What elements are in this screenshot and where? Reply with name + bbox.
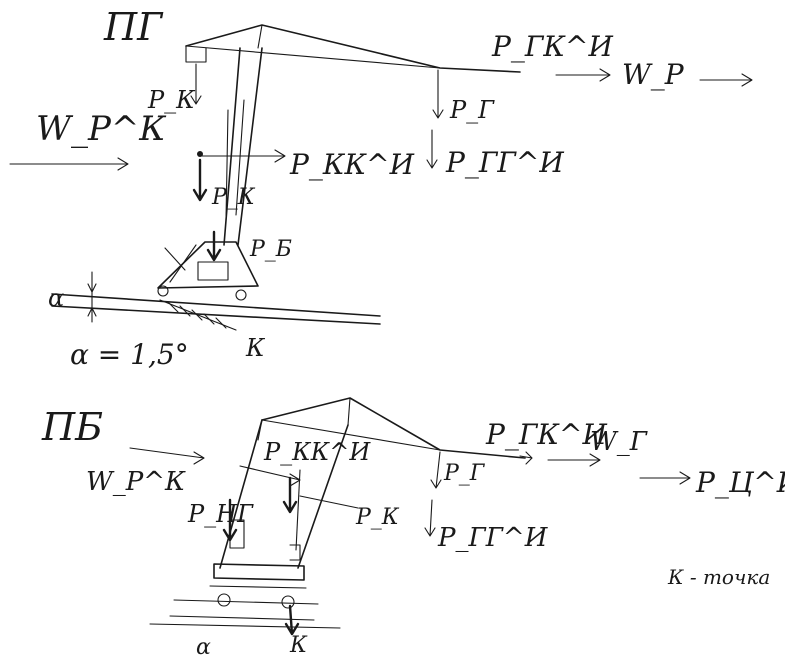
bottom-p-gg-inertia: P_ГГ^И: [437, 523, 549, 553]
bottom-p-k: P_К: [355, 505, 400, 530]
top-jib: [185, 24, 521, 73]
bottom-alpha: α: [196, 635, 211, 660]
top-p-k2: P_К: [211, 185, 256, 210]
bottom-jib: [257, 397, 526, 459]
bottom-p-kk-inertia: P_КК^И: [263, 438, 371, 466]
top-p-k: P_К: [147, 86, 196, 114]
bottom-arrows: [129, 447, 691, 636]
bottom-p-g: P_Г: [443, 461, 486, 486]
bottom-case-label: ПБ: [41, 405, 103, 449]
top-diagram: ПГ: [9, 5, 753, 371]
top-p-gg-inertia: P_ГГ^И: [445, 146, 564, 179]
top-rail: [51, 271, 381, 331]
top-tower: [223, 47, 263, 246]
top-point-k: К: [245, 334, 266, 362]
top-alpha: α: [48, 284, 64, 312]
top-case-label: ПГ: [103, 5, 164, 49]
bottom-diagram: ПБ: [41, 397, 785, 660]
bottom-case-label-text: ПБ: [41, 405, 103, 449]
top-w-r: W_Р: [622, 58, 685, 91]
bottom-base: [149, 563, 341, 629]
bottom-p-ng: P_НГ: [187, 500, 254, 528]
top-p-gk-inertia: P_ГК^И: [491, 30, 614, 63]
top-alpha-value: α = 1,5°: [70, 338, 189, 371]
top-p-b: P_Б: [249, 237, 292, 262]
bottom-labels: P_ГК^И W_Г P_Ц^И P_КК^И W_Р^К P_Г P_НГ P…: [86, 418, 785, 660]
bottom-point-k: К: [289, 633, 308, 658]
top-case-label-text: ПГ: [103, 5, 164, 49]
bottom-tower: [219, 419, 349, 569]
top-base: [157, 241, 259, 289]
bottom-p-c-inertia: P_Ц^И: [695, 466, 785, 499]
bottom-w-r-k: W_Р^К: [86, 467, 186, 497]
top-arrows: [9, 63, 753, 262]
bottom-k-point-note: К - точка: [667, 565, 770, 589]
top-labels: P_ГК^И W_Р P_К W_Р^К P_Г P_КК^И P_ГГ^И P…: [36, 30, 685, 371]
bottom-p-gk-inertia: P_ГК^И: [485, 418, 608, 451]
top-p-g: P_Г: [449, 96, 495, 124]
top-w-r-k: W_Р^К: [36, 109, 167, 149]
top-p-kk-inertia: P_КК^И: [289, 148, 415, 181]
bottom-w-g: W_Г: [590, 427, 648, 457]
